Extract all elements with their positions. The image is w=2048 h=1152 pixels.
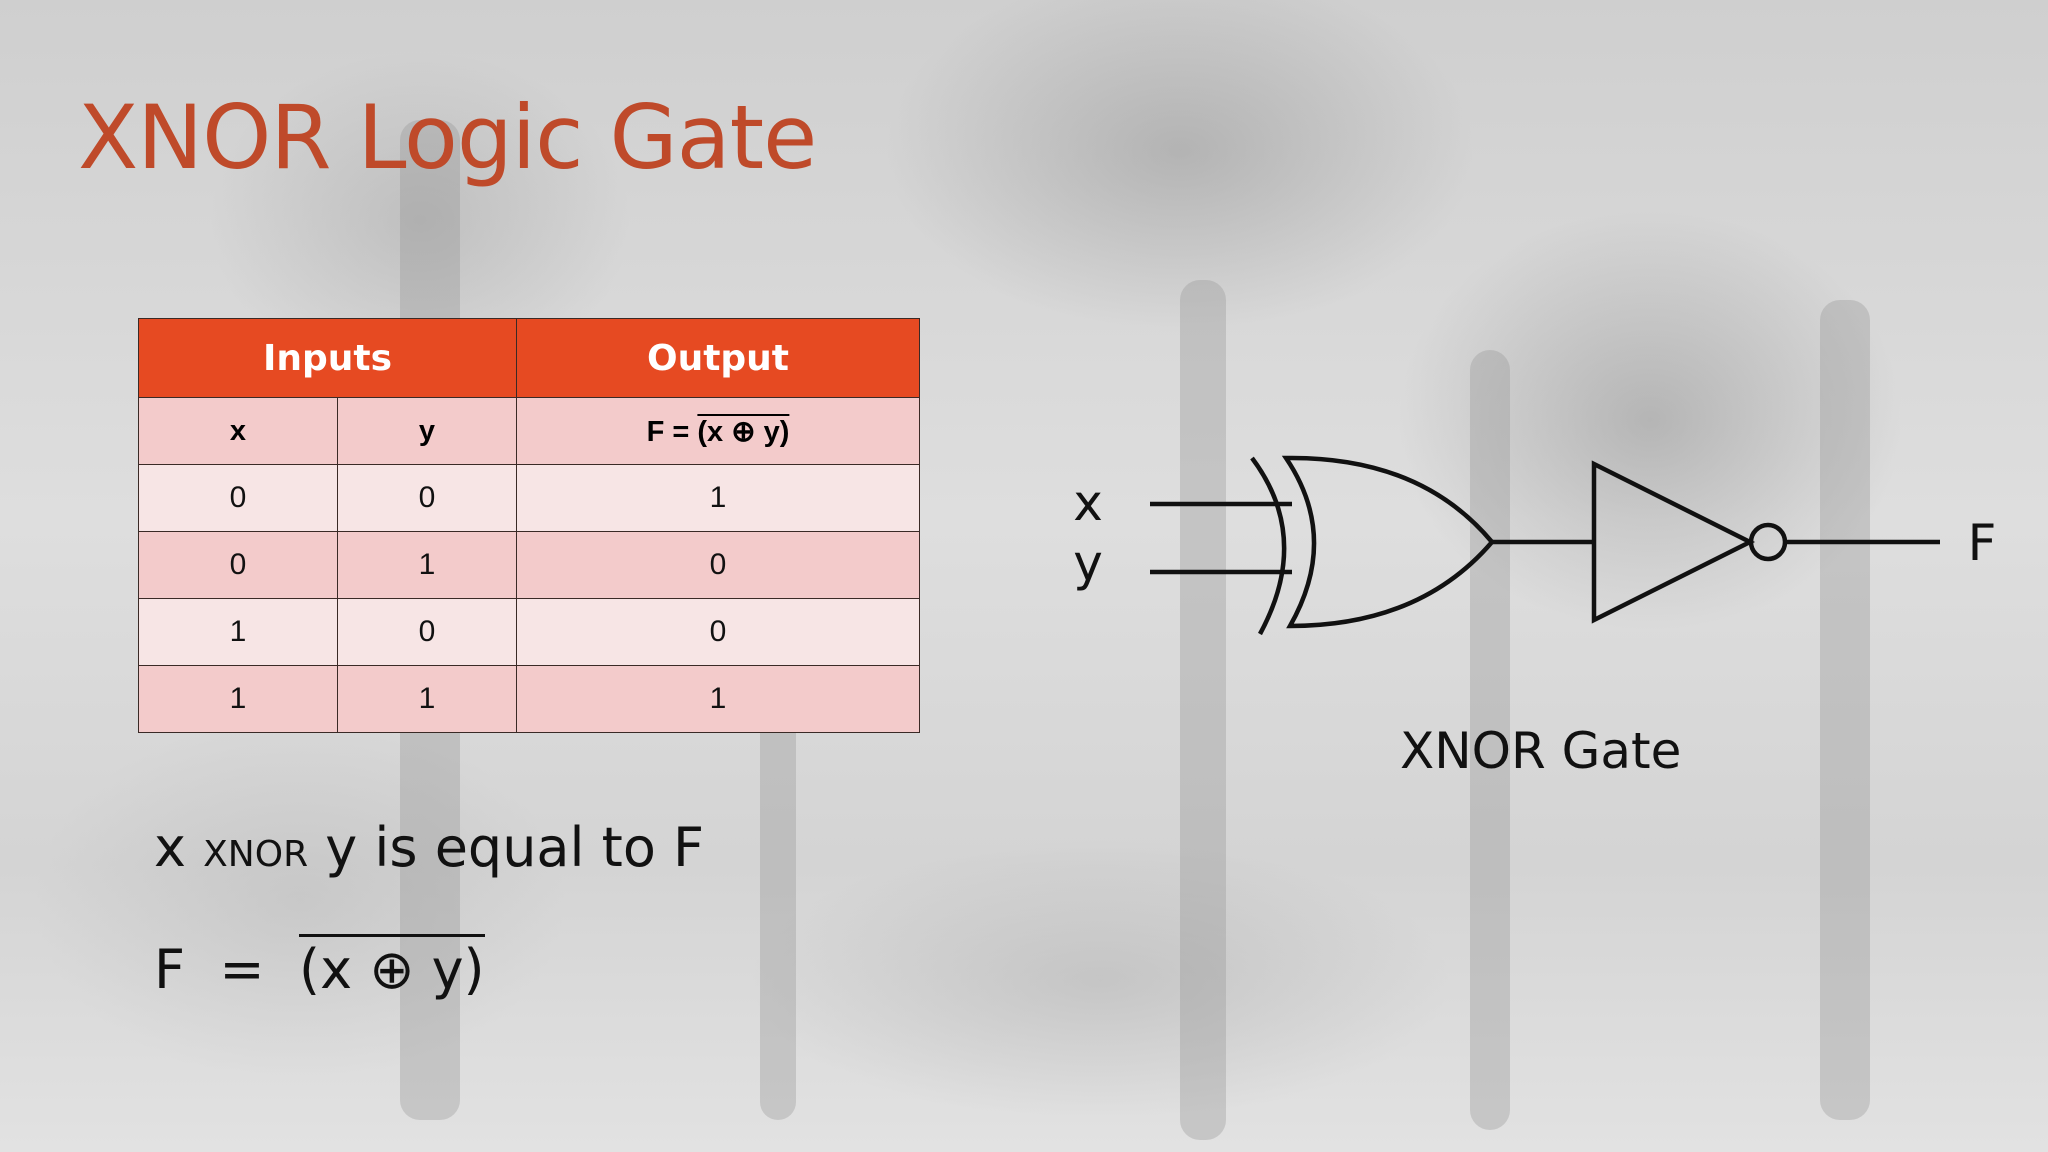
truth-table: Inputs Output x y F = (x ⊕ y) 0 0 1 0 1 … bbox=[138, 318, 920, 733]
column-header-x: x bbox=[138, 397, 338, 465]
table-cell: 1 bbox=[138, 598, 338, 666]
xnor-formula: F = (x ⊕ y) bbox=[154, 934, 485, 1001]
page-title: XNOR Logic Gate bbox=[78, 86, 817, 189]
input-x-label: x bbox=[1073, 474, 1103, 532]
table-cell: 1 bbox=[516, 464, 920, 532]
output-f-label: F bbox=[1968, 514, 1997, 572]
inversion-bubble bbox=[1748, 522, 1788, 562]
tree-trunk bbox=[1820, 300, 1870, 1120]
table-row: 0 1 0 bbox=[138, 531, 920, 599]
table-cell: 0 bbox=[337, 464, 517, 532]
column-header-y: y bbox=[337, 397, 517, 465]
table-group-header-row: Inputs Output bbox=[138, 318, 920, 398]
inputs-header: Inputs bbox=[138, 318, 517, 398]
formula-lhs: F bbox=[154, 938, 186, 1001]
table-cell: 0 bbox=[138, 464, 338, 532]
column-header-f: F = (x ⊕ y) bbox=[516, 397, 920, 465]
statement-x: x bbox=[154, 816, 186, 879]
table-row: 1 0 0 bbox=[138, 598, 920, 666]
table-cell: 0 bbox=[138, 531, 338, 599]
gate-caption: XNOR Gate bbox=[1400, 722, 1682, 780]
tree-trunk bbox=[1470, 350, 1510, 1130]
output-header: Output bbox=[516, 318, 920, 398]
table-row: 1 1 1 bbox=[138, 665, 920, 733]
column-header-f-negated-part: (x ⊕ y) bbox=[697, 415, 790, 448]
xor-input-arc bbox=[1250, 456, 1287, 636]
table-cell: 1 bbox=[138, 665, 338, 733]
xor-gate-body bbox=[1281, 455, 1495, 629]
table-cell: 0 bbox=[337, 598, 517, 666]
statement-rest: y is equal to F bbox=[325, 816, 705, 879]
not-gate-triangle bbox=[1591, 460, 1756, 624]
column-header-f-text: F = (x ⊕ y) bbox=[646, 415, 790, 448]
table-column-header-row: x y F = (x ⊕ y) bbox=[138, 397, 920, 465]
table-cell: 1 bbox=[337, 665, 517, 733]
table-cell: 1 bbox=[516, 665, 920, 733]
table-cell: 0 bbox=[516, 531, 920, 599]
formula-rhs: (x ⊕ y) bbox=[299, 934, 485, 997]
formula-equals: = bbox=[219, 938, 265, 1001]
statement-operator: XNOR bbox=[203, 834, 309, 875]
xnor-statement: x XNOR y is equal to F bbox=[154, 816, 704, 879]
xnor-gate-diagram: x y F bbox=[1073, 455, 1997, 636]
tree-trunk bbox=[1180, 280, 1226, 1140]
table-cell: 1 bbox=[337, 531, 517, 599]
table-cell: 0 bbox=[516, 598, 920, 666]
table-row: 0 0 1 bbox=[138, 464, 920, 532]
input-y-label: y bbox=[1073, 534, 1103, 592]
